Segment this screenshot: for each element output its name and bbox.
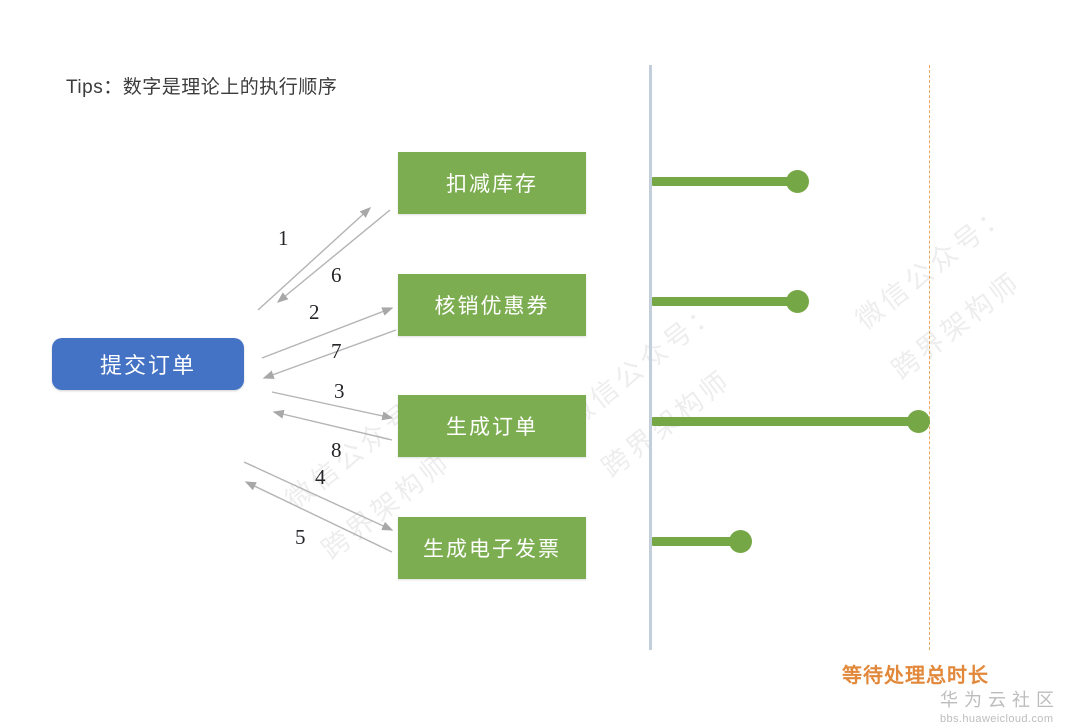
arrow-response-7 (262, 329, 397, 379)
brand-name: 华为云社区 (940, 690, 1060, 710)
timeline-axis (649, 65, 652, 650)
task-label: 生成电子发票 (423, 538, 561, 561)
task-box-deduct-inventory[interactable]: 扣减库存 (398, 152, 586, 214)
deadline-dashed-line (929, 65, 930, 650)
arrow-request-2 (261, 307, 394, 359)
gantt-endpoint-dot (786, 170, 809, 193)
gantt-bar-create-order (652, 417, 918, 426)
gantt-bar-deduct-inventory (652, 177, 797, 186)
sequence-number: 1 (278, 226, 289, 250)
sequence-number: 3 (334, 379, 345, 403)
sequence-number: 5 (295, 525, 306, 549)
gantt-endpoint-dot (786, 290, 809, 313)
gantt-bar-create-einvoice (652, 537, 740, 546)
sequence-number: 6 (331, 263, 342, 287)
node-submit-order-label: 提交订单 (99, 353, 196, 378)
total-wait-label: 等待处理总时长 (842, 665, 989, 687)
brand-watermark: 华为云社区 bbs.huaweicloud.com (940, 686, 1060, 725)
sequence-number: 2 (309, 300, 320, 324)
task-box-redeem-coupon[interactable]: 核销优惠券 (398, 274, 586, 336)
brand-url: bbs.huaweicloud.com (940, 713, 1054, 725)
sequence-number: 4 (315, 465, 326, 489)
task-label: 核销优惠券 (434, 295, 550, 318)
arrow-request-1 (257, 207, 372, 311)
gantt-endpoint-dot (907, 410, 930, 433)
gantt-endpoint-dot (729, 530, 752, 553)
arrow-response-6 (276, 209, 391, 303)
tips-text: Tips：数字是理论上的执行顺序 (66, 77, 338, 98)
sequence-number: 7 (331, 339, 342, 363)
task-box-create-einvoice[interactable]: 生成电子发票 (398, 517, 586, 579)
node-submit-order[interactable]: 提交订单 (52, 338, 244, 390)
task-label: 扣减库存 (446, 173, 538, 196)
task-box-create-order[interactable]: 生成订单 (398, 395, 586, 457)
task-label: 生成订单 (446, 416, 538, 439)
sequence-number: 8 (331, 438, 342, 462)
gantt-bar-redeem-coupon (652, 297, 797, 306)
